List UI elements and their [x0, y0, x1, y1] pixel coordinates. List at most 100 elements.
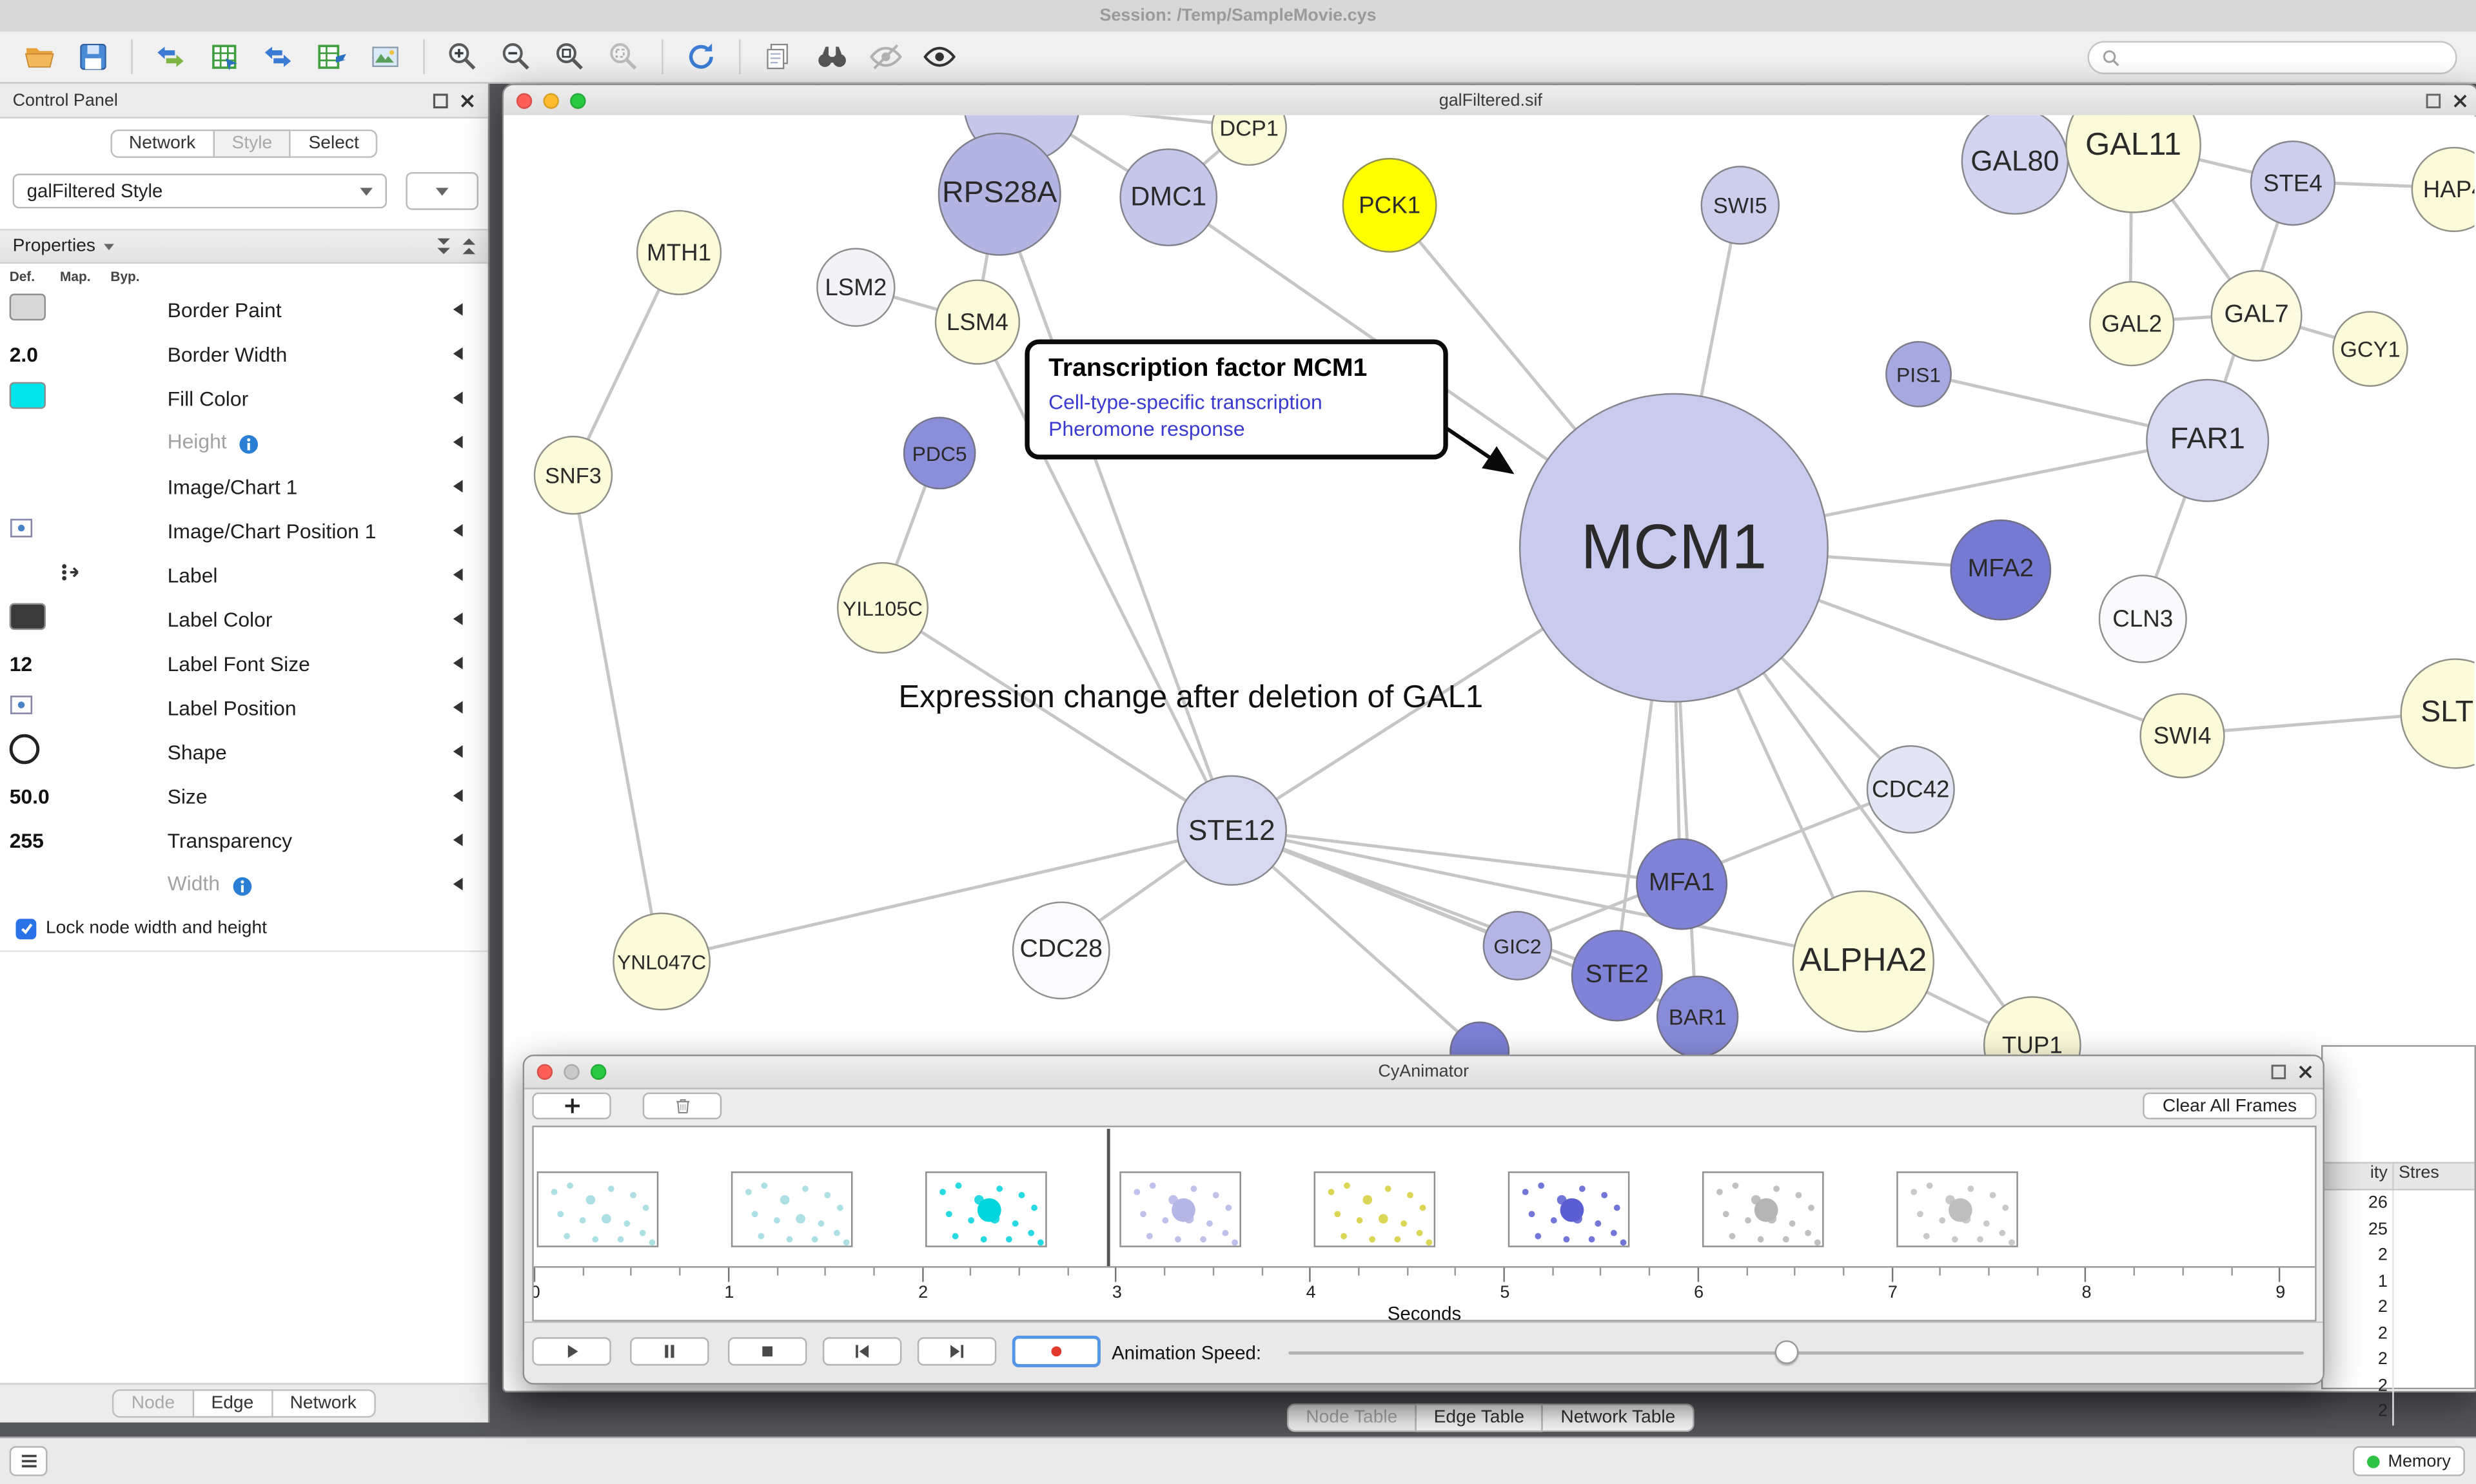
minimize-window-icon[interactable] — [564, 1064, 579, 1080]
close-frame-icon[interactable] — [2296, 1063, 2314, 1080]
network-node-ste2[interactable]: STE2 — [1571, 930, 1663, 1021]
open-button[interactable] — [15, 35, 63, 79]
collapse-all-icon[interactable] — [437, 237, 450, 255]
expand-row-icon[interactable] — [453, 391, 463, 404]
network-node-cdc42[interactable]: CDC42 — [1867, 745, 1955, 834]
network-node-cdc28[interactable]: CDC28 — [1012, 901, 1110, 999]
timeline-frame-4[interactable] — [1119, 1171, 1241, 1247]
timeline[interactable]: 0123456789 Seconds — [532, 1126, 2316, 1322]
first-frame-button[interactable] — [823, 1337, 901, 1365]
network-node-dmc1[interactable]: DMC1 — [1119, 148, 1217, 246]
network-node-mfa1[interactable]: MFA1 — [1636, 838, 1727, 930]
last-frame-button[interactable] — [918, 1337, 996, 1365]
hide-selected-button[interactable] — [862, 35, 909, 79]
copy-button[interactable] — [755, 35, 802, 79]
delete-frame-button[interactable] — [643, 1093, 722, 1120]
property-row-image-chart-position-1[interactable]: Image/Chart Position 1 — [0, 509, 488, 553]
float-window-icon[interactable] — [2424, 92, 2441, 109]
network-node-pdc5[interactable]: PDC5 — [903, 417, 976, 490]
expand-row-icon[interactable] — [453, 701, 463, 714]
network-node-gal2[interactable]: GAL2 — [2089, 281, 2174, 366]
expand-row-icon[interactable] — [453, 480, 463, 493]
network-node-rps28a[interactable]: RPS28A — [938, 133, 1061, 256]
tab-node-table[interactable]: Node Table — [1287, 1403, 1417, 1432]
timeline-frame-7[interactable] — [1702, 1171, 1824, 1247]
tab-node[interactable]: Node — [112, 1389, 193, 1418]
memory-button[interactable]: Memory — [2353, 1446, 2465, 1476]
export-network-button[interactable] — [254, 35, 301, 79]
show-panels-button[interactable] — [10, 1446, 48, 1476]
save-button[interactable] — [70, 35, 117, 79]
property-row-border-paint[interactable]: Border Paint — [0, 288, 488, 332]
import-network-button[interactable] — [147, 35, 194, 79]
zoom-in-button[interactable] — [439, 35, 486, 79]
network-node-far1[interactable]: FAR1 — [2146, 379, 2269, 502]
refresh-button[interactable] — [678, 35, 725, 79]
network-node-bar1[interactable]: BAR1 — [1656, 975, 1738, 1057]
table-row[interactable]: 2 — [2323, 1242, 2474, 1268]
expand-row-icon[interactable] — [453, 834, 463, 846]
float-panel-icon[interactable] — [431, 92, 449, 109]
table-row[interactable]: 2 — [2323, 1372, 2474, 1398]
close-window-icon[interactable] — [516, 92, 532, 108]
table-row[interactable]: 26 — [2323, 1191, 2474, 1216]
table-row[interactable]: 1 — [2323, 1269, 2474, 1294]
property-row-label-position[interactable]: Label Position — [0, 685, 488, 730]
zoom-window-icon[interactable] — [591, 1064, 606, 1080]
stop-button[interactable] — [728, 1337, 807, 1365]
network-node-swi5[interactable]: SWI5 — [1701, 166, 1780, 244]
cyanimator-titlebar[interactable]: CyAnimator — [524, 1056, 2323, 1089]
network-node-mcm1[interactable]: MCM1 — [1519, 393, 1829, 703]
find-button[interactable] — [809, 35, 856, 79]
expand-row-icon[interactable] — [453, 303, 463, 316]
export-image-button[interactable] — [362, 35, 409, 79]
table-row[interactable]: 2 — [2323, 1399, 2474, 1425]
shape-circle-icon[interactable] — [10, 734, 40, 765]
property-row-label-color[interactable]: Label Color — [0, 597, 488, 641]
expand-row-icon[interactable] — [453, 436, 463, 449]
tab-edge[interactable]: Edge — [194, 1389, 273, 1418]
network-node-lsm4[interactable]: LSM4 — [935, 279, 1020, 364]
play-button[interactable] — [532, 1337, 611, 1365]
timeline-frame-2[interactable] — [731, 1171, 853, 1247]
expand-row-icon[interactable] — [453, 878, 463, 891]
default-swatch[interactable] — [10, 294, 46, 321]
checkbox-checked-icon[interactable] — [15, 918, 36, 939]
close-panel-icon[interactable] — [458, 92, 475, 109]
property-row-image-chart-1[interactable]: Image/Chart 1 — [0, 464, 488, 509]
search-box[interactable] — [2088, 41, 2457, 74]
expand-row-icon[interactable] — [453, 347, 463, 360]
property-row-shape[interactable]: Shape — [0, 729, 488, 774]
tab-select[interactable]: Select — [291, 130, 378, 158]
tab-network[interactable]: Network — [273, 1389, 376, 1418]
show-all-button[interactable] — [916, 35, 963, 79]
network-node-pis1[interactable]: PIS1 — [1885, 341, 1952, 407]
expand-all-icon[interactable] — [463, 237, 476, 255]
add-frame-button[interactable] — [532, 1093, 611, 1120]
property-row-width[interactable]: Width — [0, 862, 488, 906]
property-row-label-font-size[interactable]: 12Label Font Size — [0, 641, 488, 685]
network-node-snf3[interactable]: SNF3 — [534, 436, 613, 514]
tab-network-table[interactable]: Network Table — [1543, 1403, 1694, 1432]
network-node-ynl047c[interactable]: YNL047C — [613, 913, 711, 1011]
close-frame-icon[interactable] — [2451, 92, 2468, 109]
network-node-ste4[interactable]: STE4 — [2250, 141, 2335, 226]
timeline-frame-1[interactable] — [537, 1171, 659, 1247]
timeline-frame-3[interactable] — [925, 1171, 1047, 1247]
default-value[interactable]: 2.0 — [10, 342, 38, 366]
close-window-icon[interactable] — [537, 1064, 553, 1080]
property-row-label[interactable]: Label — [0, 552, 488, 597]
property-row-border-width[interactable]: 2.0Border Width — [0, 331, 488, 376]
zoom-window-icon[interactable] — [570, 92, 585, 108]
timeline-frame-5[interactable] — [1314, 1171, 1436, 1247]
property-row-size[interactable]: 50.0Size — [0, 774, 488, 818]
expand-row-icon[interactable] — [453, 745, 463, 758]
network-node-gcy1[interactable]: GCY1 — [2332, 311, 2408, 387]
table-row[interactable]: 2 — [2323, 1347, 2474, 1372]
float-window-icon[interactable] — [2269, 1063, 2286, 1080]
network-caption[interactable]: Expression change after deletion of GAL1 — [898, 681, 1483, 717]
timeline-frame-6[interactable] — [1508, 1171, 1630, 1247]
node-table-header[interactable]: ity Stres — [2323, 1162, 2474, 1190]
expand-row-icon[interactable] — [453, 569, 463, 581]
expand-row-icon[interactable] — [453, 657, 463, 670]
